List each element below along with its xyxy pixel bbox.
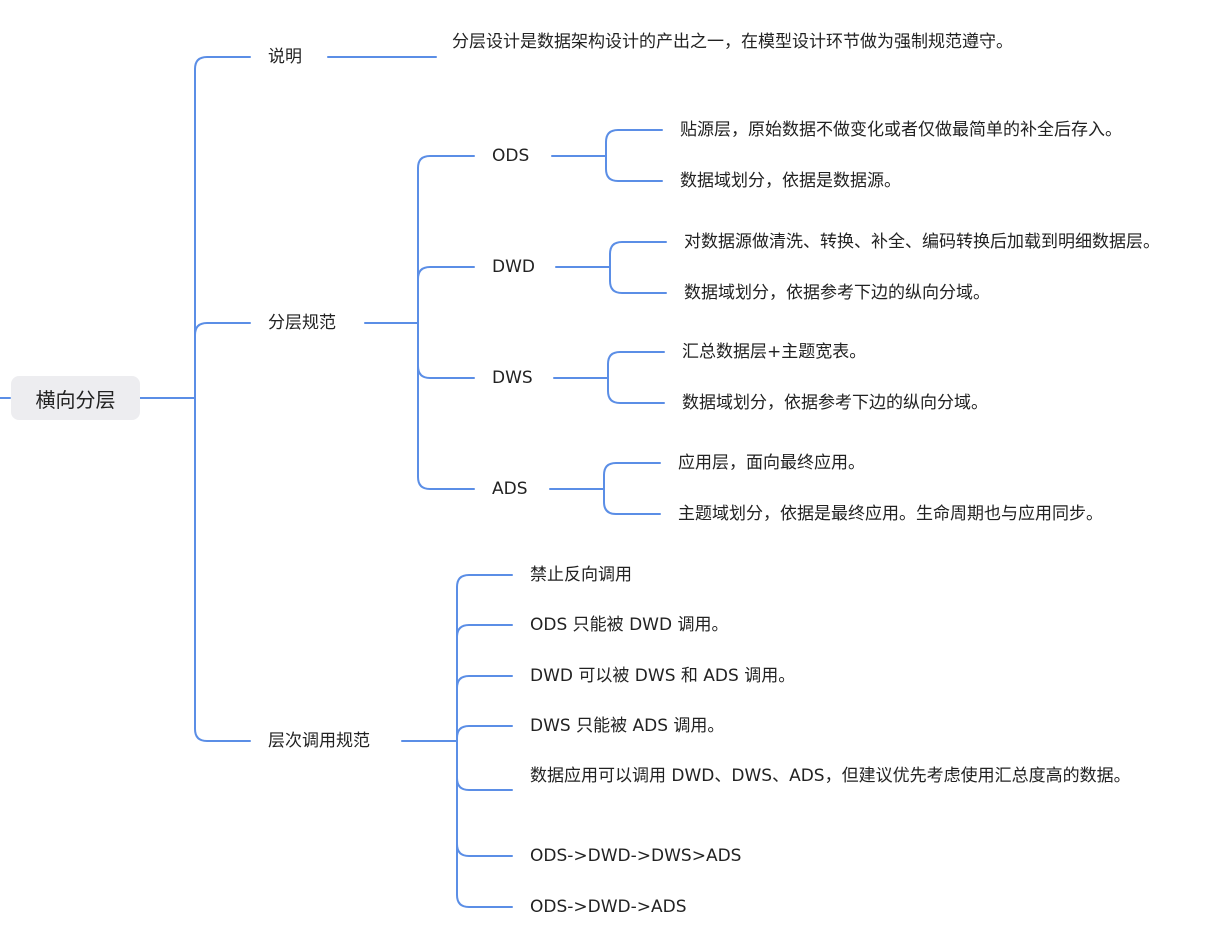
leaf-dws-2[interactable]: 数据域划分，依据参考下边的纵向分域。 <box>682 393 988 413</box>
layer-spec-link-1 <box>417 155 475 324</box>
dwd-link-2 <box>609 266 667 294</box>
leaf-ads-1[interactable]: 应用层，面向最终应用。 <box>678 453 865 473</box>
layer-spec-link-2 <box>417 266 475 324</box>
branch-explain[interactable]: 说明 <box>268 47 302 67</box>
layer-spec-link-4 <box>417 322 475 490</box>
leaf-ads-2[interactable]: 主题域划分，依据是最终应用。生命周期也与应用同步。 <box>678 504 1103 524</box>
root-branch-link-3 <box>194 397 251 742</box>
root-node[interactable]: 横向分层 <box>11 376 140 420</box>
branch-call-spec[interactable]: 层次调用规范 <box>268 731 370 751</box>
leaf-call-5[interactable]: 数据应用可以调用 DWD、DWS、ADS，但建议优先考虑使用汇总度高的数据。 <box>530 766 1131 786</box>
leaf-dws-1[interactable]: 汇总数据层+主题宽表。 <box>682 342 867 362</box>
dwd-link-1 <box>609 241 667 268</box>
leaf-ods-1[interactable]: 贴源层，原始数据不做变化或者仅做最简单的补全后存入。 <box>680 120 1122 140</box>
leaf-explain-1[interactable]: 分层设计是数据架构设计的产出之一，在模型设计环节做为强制规范遵守。 <box>452 32 1013 52</box>
leaf-ods-2[interactable]: 数据域划分，依据是数据源。 <box>680 171 901 191</box>
node-dwd[interactable]: DWD <box>492 257 535 277</box>
dws-link-1 <box>607 351 665 379</box>
leaf-dwd-1[interactable]: 对数据源做清洗、转换、补全、编码转换后加载到明细数据层。 <box>684 232 1160 252</box>
call-spec-link-6 <box>456 740 513 857</box>
call-spec-link-1 <box>456 574 513 742</box>
call-spec-link-5 <box>456 740 513 791</box>
leaf-call-6[interactable]: ODS->DWD->DWS>ADS <box>530 846 742 866</box>
node-ads[interactable]: ADS <box>492 479 528 499</box>
layer-spec-link-3 <box>417 322 475 379</box>
leaf-call-7[interactable]: ODS->DWD->ADS <box>530 897 687 917</box>
ods-link-2 <box>605 155 663 182</box>
call-spec-link-2 <box>456 624 513 742</box>
root-branch-link-1 <box>194 56 251 399</box>
root-branch-link-2 <box>194 322 251 399</box>
call-spec-link-4 <box>456 725 513 742</box>
leaf-call-1[interactable]: 禁止反向调用 <box>530 565 632 585</box>
leaf-dwd-2[interactable]: 数据域划分，依据参考下边的纵向分域。 <box>684 283 990 303</box>
call-spec-link-7 <box>456 740 513 908</box>
call-spec-link-3 <box>456 675 513 742</box>
dws-link-2 <box>607 377 665 404</box>
ods-link-1 <box>605 129 663 157</box>
leaf-call-4[interactable]: DWS 只能被 ADS 调用。 <box>530 716 725 736</box>
node-dws[interactable]: DWS <box>492 368 533 388</box>
leaf-call-3[interactable]: DWD 可以被 DWS 和 ADS 调用。 <box>530 666 796 686</box>
node-ods[interactable]: ODS <box>492 146 530 166</box>
leaf-call-2[interactable]: ODS 只能被 DWD 调用。 <box>530 615 729 635</box>
branch-layer-spec[interactable]: 分层规范 <box>268 313 336 333</box>
ads-link-1 <box>603 462 661 490</box>
ads-link-2 <box>603 488 661 515</box>
